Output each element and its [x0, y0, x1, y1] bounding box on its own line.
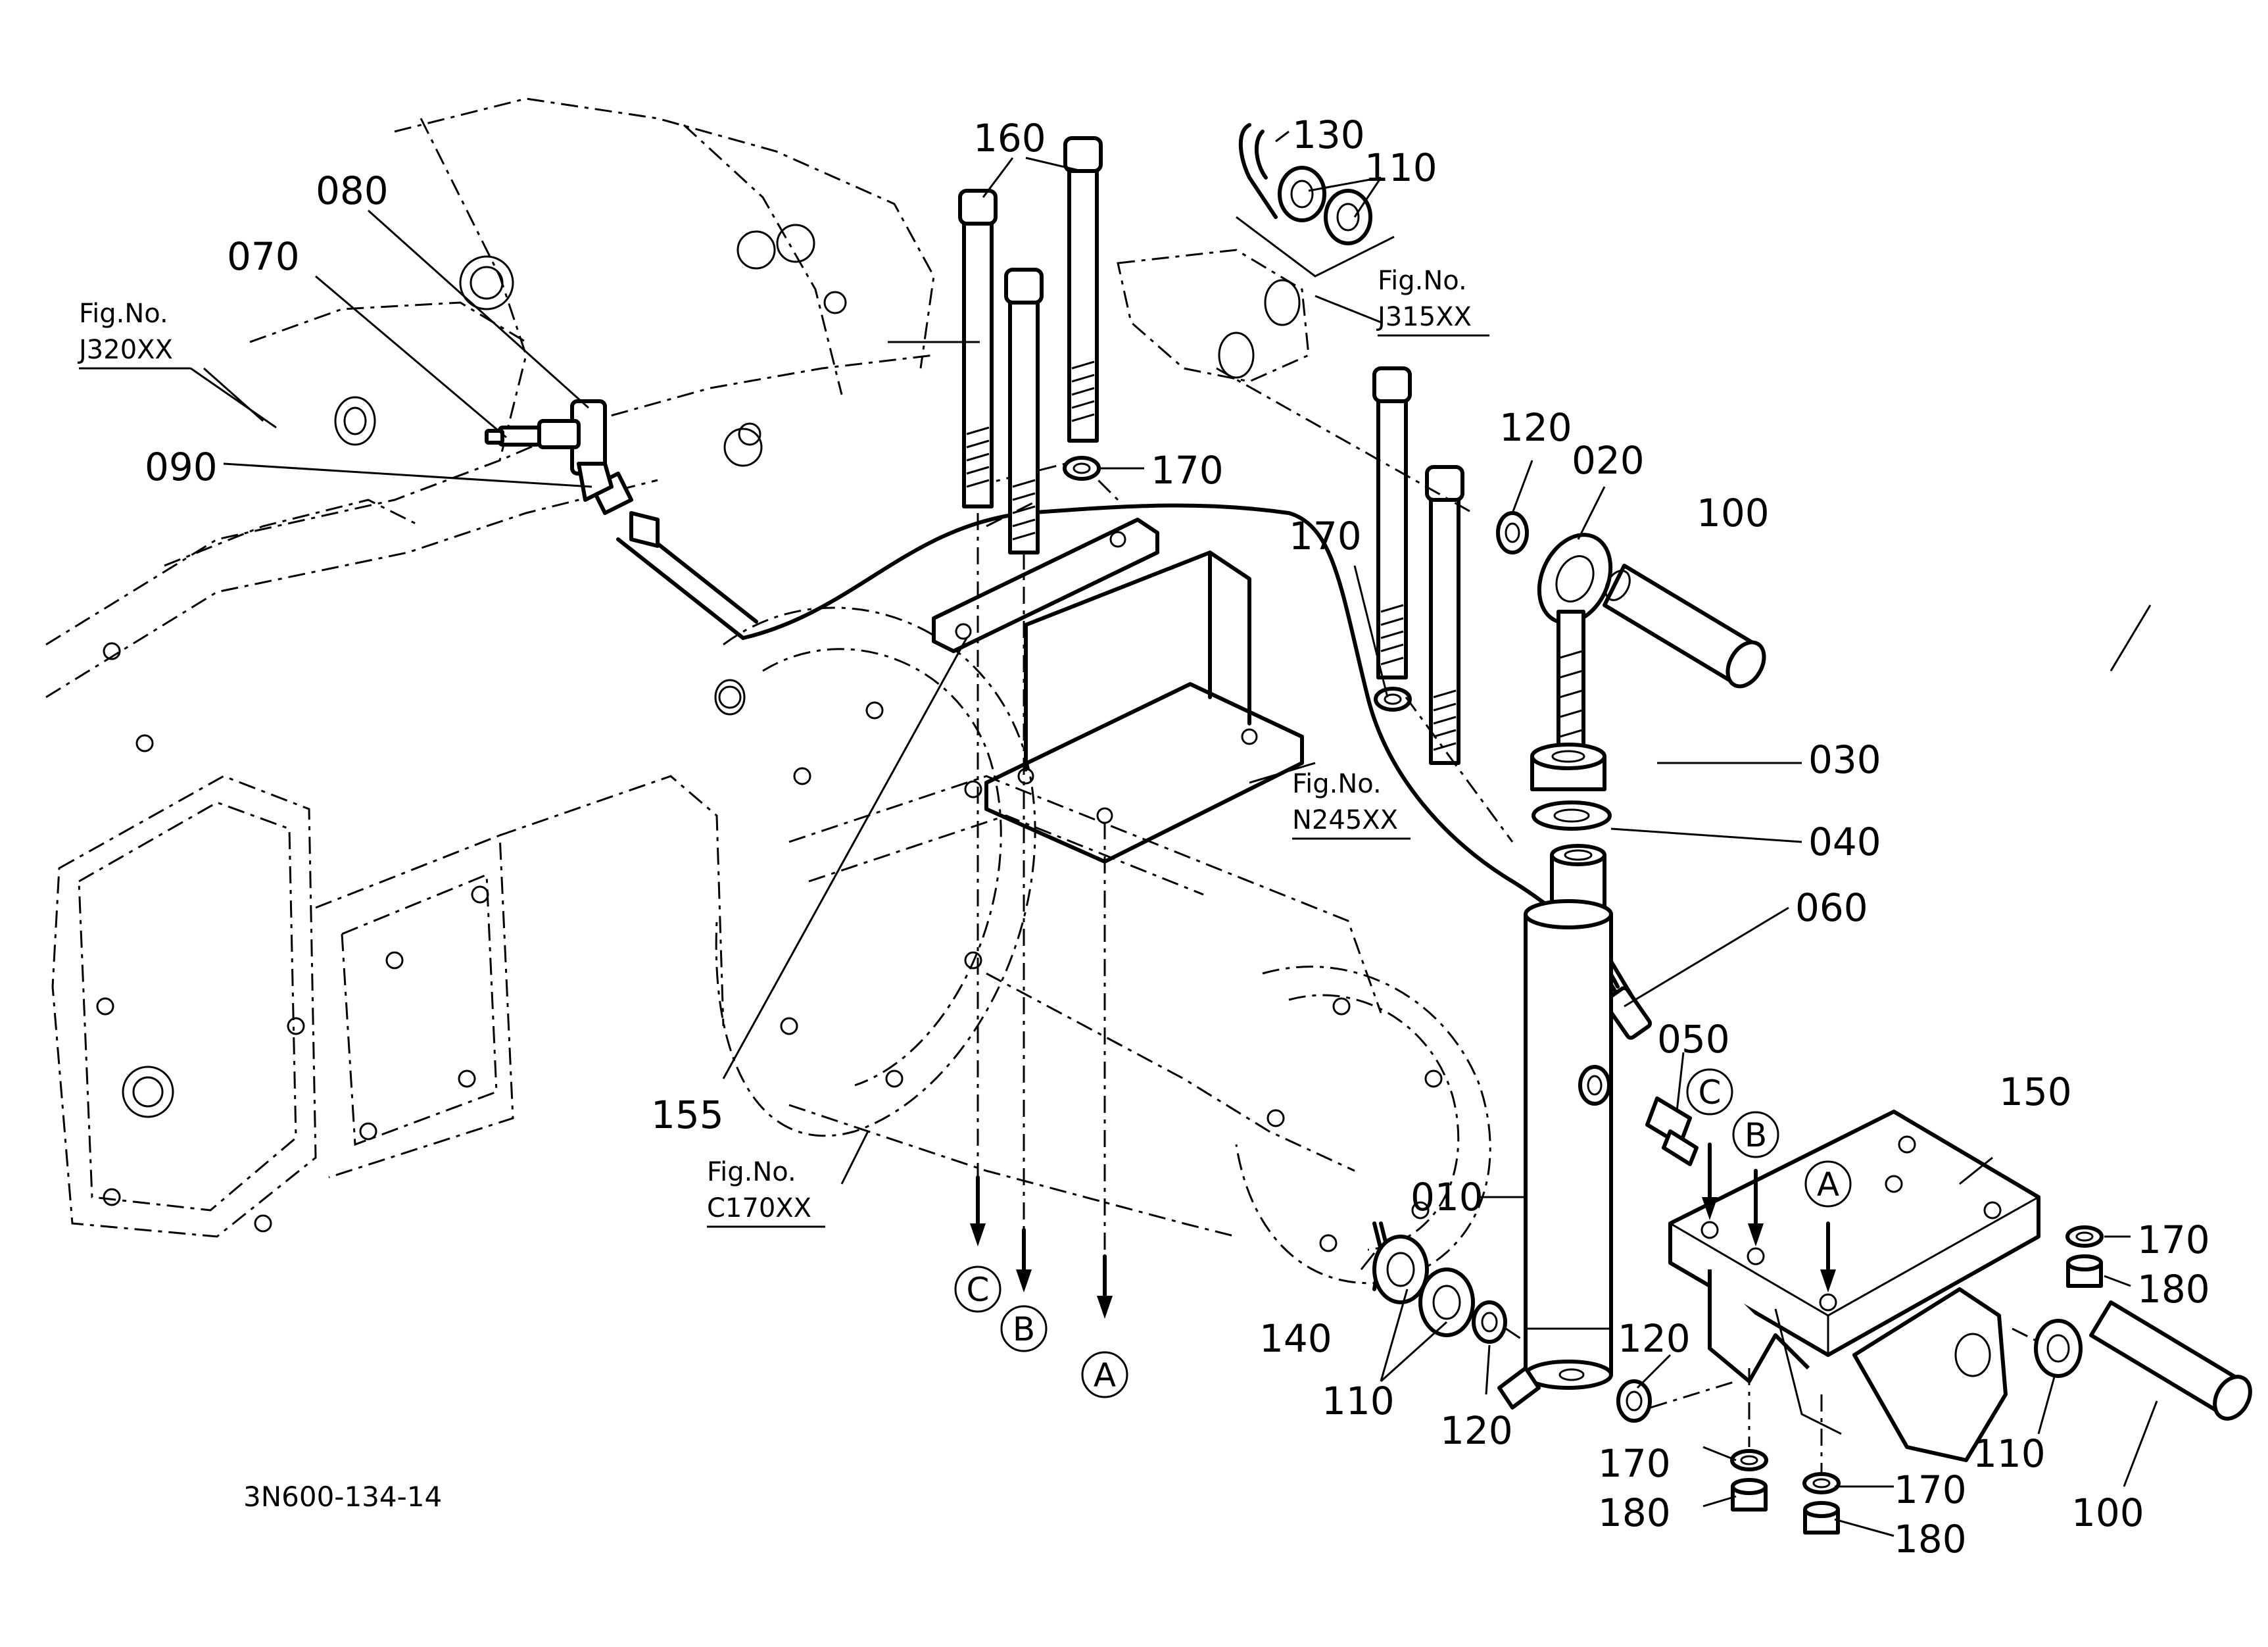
pin-clip-130-washers-110: [1236, 123, 1395, 278]
arrows-ABC-bracket: [1702, 1143, 1836, 1292]
fig-ref-j315: Fig.No. J315XX: [1376, 266, 1489, 337]
leader-lines: [190, 130, 2158, 1537]
callout-b-left-text: B: [1013, 1310, 1035, 1348]
part-label-110-right: 110: [1973, 1431, 2046, 1476]
part-label-010: 010: [1411, 1175, 1484, 1219]
part-label-150: 150: [1999, 1069, 2072, 1114]
cylinder-bracket-150: [1668, 1110, 2040, 1473]
tee-fitting-080: [537, 399, 614, 502]
fig-ref-c170-line1: Fig.No.: [707, 1157, 796, 1187]
part-label-040: 040: [1808, 820, 1881, 864]
fig-ref-j320: Fig.No. J320XX: [77, 299, 191, 370]
hydraulic-hose: [741, 503, 1653, 1040]
part-label-030: 030: [1808, 737, 1881, 782]
top-link-bracket-j315: [1117, 249, 1474, 514]
fig-ref-c170: Fig.No. C170XX: [707, 1157, 825, 1228]
fig-ref-j315-line2: J315XX: [1376, 302, 1472, 332]
rod-end-020: [1537, 533, 1613, 758]
fig-ref-j320-line1: Fig.No.: [79, 299, 168, 329]
callout-a-right-text: A: [1817, 1166, 1839, 1204]
fig-ref-c170-line2: C170XX: [707, 1193, 811, 1223]
washers-110-120-lower-left: [1372, 1221, 1526, 1344]
part-label-110-top: 110: [1364, 145, 1437, 190]
fig-ref-n245-line2: N245XX: [1292, 805, 1398, 835]
part-label-180-b: 180: [1894, 1517, 1967, 1561]
long-bolts-160: [958, 136, 1464, 765]
washer-120-upper: [1496, 511, 1529, 554]
callout-a-right: A: [1804, 1160, 1852, 1208]
part-label-110-left: 110: [1322, 1379, 1395, 1423]
hose-fitting-090: [590, 472, 758, 640]
part-label-120-top: 120: [1499, 405, 1572, 450]
hydraulic-cylinder-010: [1497, 844, 1613, 1410]
part-label-170-c: 170: [1598, 1441, 1671, 1486]
washer-110-pin-100-lower: [2012, 1300, 2252, 1421]
drawing-number: 3N600-134-14: [243, 1481, 442, 1513]
assembly-centerlines: [970, 499, 1514, 1319]
callout-c-left-text: C: [967, 1271, 990, 1309]
part-label-070: 070: [227, 234, 300, 279]
part-label-050: 050: [1657, 1017, 1730, 1062]
washer-120-lower-right: [1616, 1379, 1737, 1423]
elbow-fitting-050: [1645, 1096, 1699, 1166]
part-label-120-left: 120: [1440, 1408, 1513, 1453]
part-label-170-a: 170: [1151, 448, 1224, 493]
bracket-plate-155: [932, 518, 1159, 653]
part-label-080: 080: [316, 168, 389, 213]
nuts-washers-170-180: [1730, 1225, 2104, 1535]
part-labels: 160 130 110 080 070 090 170 170 120 020 …: [145, 112, 2210, 1561]
part-label-180-c: 180: [2137, 1267, 2210, 1312]
fig-ref-n245: Fig.No. N245XX: [1292, 769, 1411, 840]
part-label-100-top: 100: [1697, 491, 1770, 535]
lock-washers-170-upper: [1063, 456, 1412, 712]
part-label-100-bottom: 100: [2071, 1490, 2144, 1535]
callout-a-left-text: A: [1094, 1356, 1116, 1394]
callout-b-left: B: [1000, 1305, 1048, 1352]
fig-ref-j320-line2: J320XX: [77, 335, 173, 365]
callout-b-right-text: B: [1745, 1116, 1767, 1154]
fig-ref-j315-line1: Fig.No.: [1378, 266, 1467, 296]
callout-c-left: C: [954, 1266, 1001, 1313]
part-label-155: 155: [651, 1093, 724, 1137]
part-label-140: 140: [1259, 1316, 1332, 1361]
part-label-160: 160: [973, 116, 1046, 160]
pin-100-upper: [1603, 564, 1766, 689]
callout-c-right: C: [1686, 1068, 1733, 1116]
part-label-120-right: 120: [1618, 1316, 1691, 1361]
part-label-170-b: 170: [1289, 514, 1362, 558]
part-label-090: 090: [145, 445, 218, 489]
callout-c-right-text: C: [1699, 1073, 1722, 1112]
callout-b-right: B: [1732, 1111, 1779, 1158]
housing-bolt-holes: [96, 224, 1443, 1252]
nipple-070: [485, 426, 541, 447]
part-label-060: 060: [1795, 885, 1868, 930]
part-label-170-d: 170: [1894, 1467, 1967, 1512]
part-label-130: 130: [1292, 112, 1365, 157]
fig-ref-n245-line1: Fig.No.: [1292, 769, 1382, 799]
part-label-020: 020: [1572, 438, 1645, 483]
nut-030: [1530, 743, 1606, 791]
callout-a-left: A: [1081, 1351, 1128, 1398]
part-label-170-e: 170: [2137, 1217, 2210, 1262]
mounting-block-n245: [984, 551, 1304, 864]
washer-040: [1532, 800, 1612, 831]
part-label-180-a: 180: [1598, 1490, 1671, 1535]
